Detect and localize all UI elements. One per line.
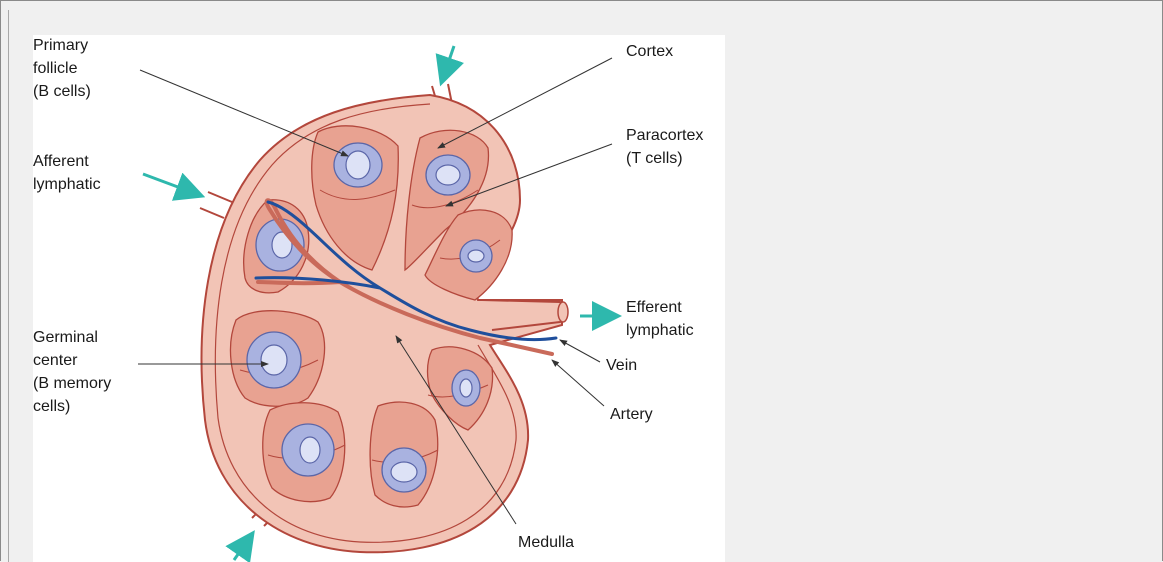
label-medulla: Medulla <box>518 534 574 551</box>
label-vein: Vein <box>606 357 637 374</box>
label-primary-follicle: Primary follicle (B cells) <box>33 37 93 100</box>
afferent-arrow-bottom <box>234 540 248 560</box>
primary-follicle <box>334 143 382 187</box>
leader-vein <box>560 340 600 362</box>
germinal-center-follicle <box>247 332 301 388</box>
afferent-arrow-top <box>444 46 454 75</box>
label-paracortex: Paracortex (T cells) <box>626 127 708 167</box>
label-efferent-lymphatic: Efferent lymphatic <box>626 299 694 339</box>
follicle <box>460 240 492 272</box>
efferent-vessel-opening <box>558 302 568 322</box>
follicle <box>426 155 470 195</box>
label-cortex: Cortex <box>626 43 673 60</box>
label-afferent-lymphatic: Afferent lymphatic <box>33 153 101 193</box>
leader-primary-follicle <box>140 70 348 156</box>
follicle <box>282 424 334 476</box>
leader-cortex <box>438 58 612 148</box>
follicle <box>452 370 480 406</box>
follicle <box>382 448 426 492</box>
afferent-arrow-left <box>143 174 194 193</box>
label-germinal-center: Germinal center (B memory cells) <box>33 329 116 415</box>
leader-artery <box>552 360 604 406</box>
label-artery: Artery <box>610 406 653 423</box>
